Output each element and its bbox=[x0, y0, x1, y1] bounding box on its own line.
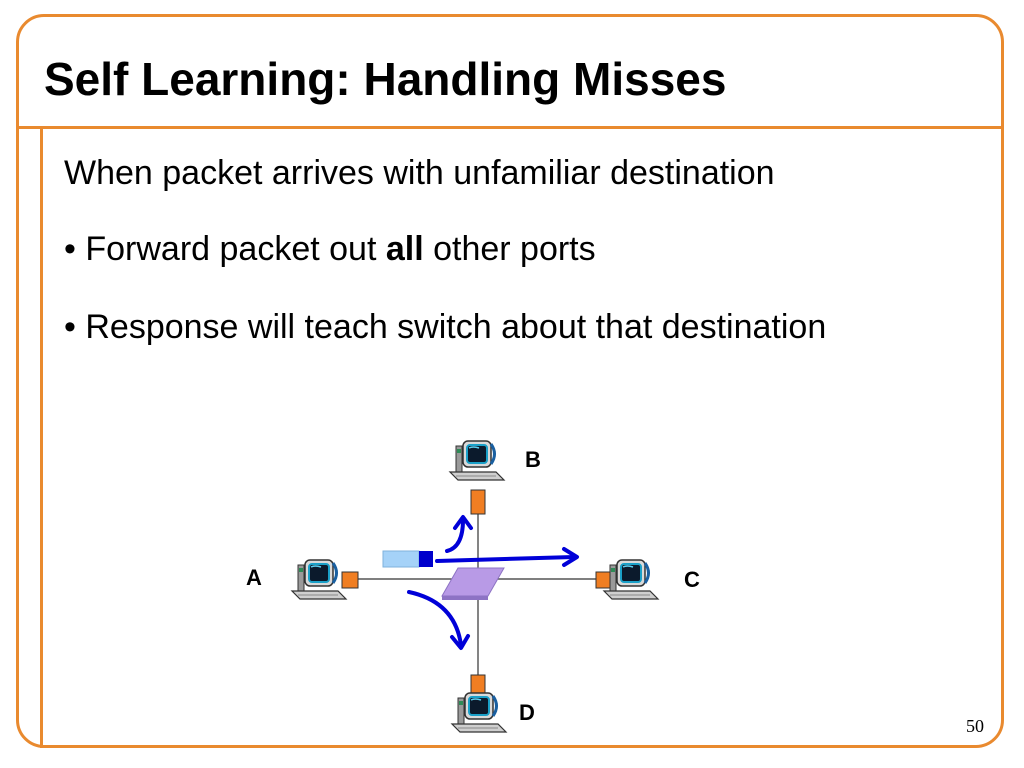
slide-frame bbox=[16, 14, 1004, 748]
port-b bbox=[470, 489, 486, 515]
bullet-response: • Response will teach switch about that … bbox=[64, 308, 827, 346]
port-a bbox=[341, 571, 359, 589]
title-divider bbox=[16, 126, 1004, 129]
computer-a-icon bbox=[290, 558, 348, 601]
switch-base bbox=[442, 596, 488, 600]
bullet-forward-after: other ports bbox=[423, 230, 596, 268]
computer-d-icon bbox=[450, 691, 508, 734]
bullet-forward-before: Forward packet out bbox=[85, 230, 386, 268]
node-label-c: C bbox=[684, 567, 700, 592]
computer-c-icon bbox=[602, 558, 660, 601]
computer-b-icon bbox=[448, 439, 506, 482]
bullet-forward-bold: all bbox=[385, 230, 424, 268]
bullet-marker: • bbox=[64, 230, 86, 268]
arrow-to-d-icon bbox=[407, 590, 470, 650]
node-label-d: D bbox=[519, 700, 535, 725]
arrow-to-b-icon bbox=[445, 515, 473, 553]
node-label-b: B bbox=[525, 447, 541, 472]
node-label-a: A bbox=[246, 565, 262, 590]
arrow-to-c-icon bbox=[435, 547, 579, 567]
packet-body bbox=[382, 550, 420, 568]
page-number: 50 bbox=[966, 716, 984, 736]
packet-header bbox=[419, 551, 433, 567]
slide-title: Self Learning: Handling Misses bbox=[44, 53, 727, 105]
side-divider bbox=[40, 126, 43, 748]
intro-line: When packet arrives with unfamiliar dest… bbox=[64, 154, 775, 192]
switch bbox=[441, 567, 505, 597]
bullet-forward: • Forward packet out all other ports bbox=[64, 230, 596, 269]
